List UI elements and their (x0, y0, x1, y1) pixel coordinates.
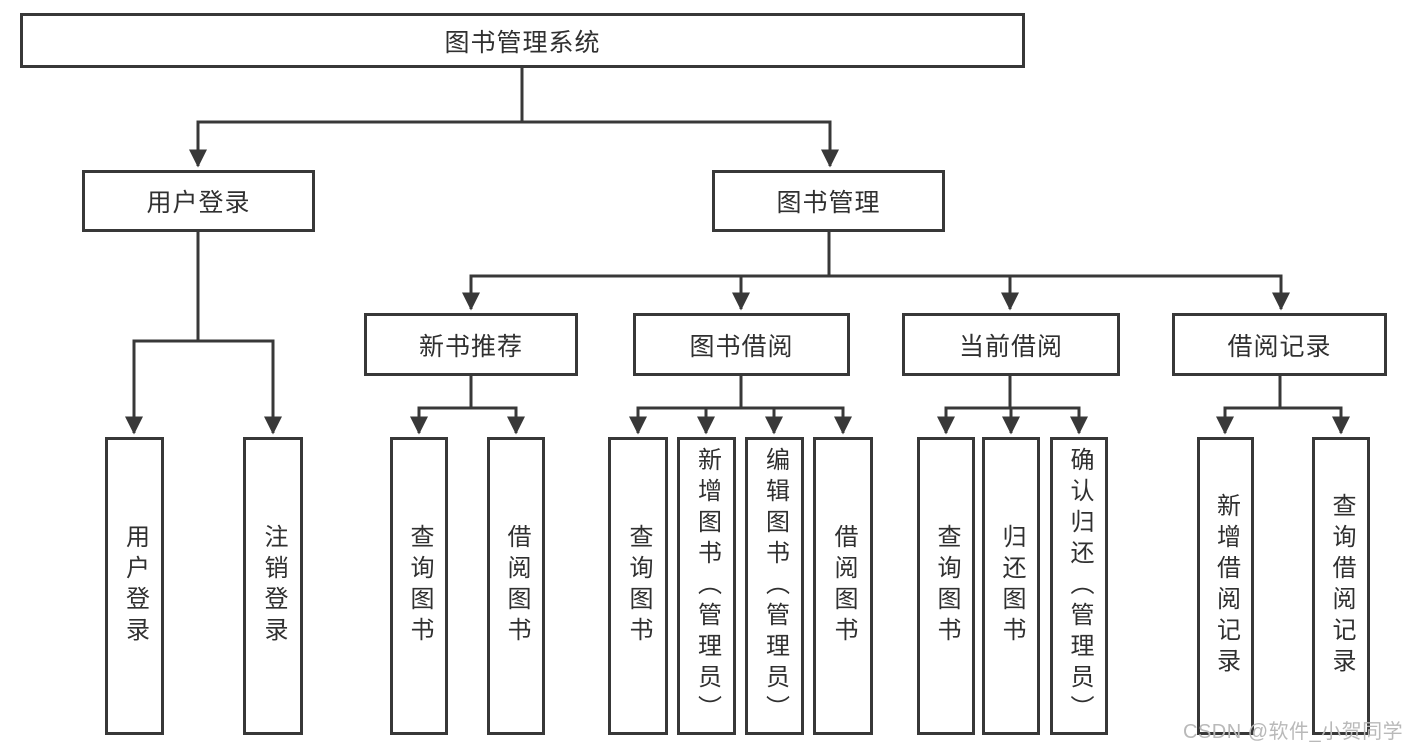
leaf-label: 查询图书 (625, 524, 652, 648)
leaf-label: 编辑图书（管理员） (761, 446, 789, 726)
leaf-logout: 注销登录 (243, 437, 303, 735)
leaf-add-book-admin: 新增图书（管理员） (677, 437, 736, 735)
leaf-label: 查询借阅记录 (1328, 493, 1355, 679)
node-label: 当前借阅 (958, 332, 1063, 361)
leaf-label: 查询图书 (406, 524, 433, 648)
leaf-label: 借阅图书 (503, 524, 530, 648)
leaf-label: 确认归还（管理员） (1066, 446, 1093, 726)
node-borrowing-records: 借阅记录 (1172, 313, 1387, 376)
leaf-return-book: 归还图书 (982, 437, 1040, 735)
leaf-label: 用户登录 (121, 524, 149, 648)
leaf-query-borrow-record: 查询借阅记录 (1312, 437, 1370, 735)
node-current-borrowing: 当前借阅 (902, 313, 1120, 376)
leaf-edit-book-admin: 编辑图书（管理员） (745, 437, 804, 735)
leaf-confirm-return-admin: 确认归还（管理员） (1050, 437, 1108, 735)
leaf-label: 借阅图书 (830, 524, 857, 648)
node-book-borrowing: 图书借阅 (633, 313, 850, 376)
leaf-label: 查询图书 (933, 524, 960, 648)
leaf-label: 新增图书（管理员） (693, 446, 721, 726)
leaf-add-borrow-record: 新增借阅记录 (1197, 437, 1254, 735)
leaf-label: 注销登录 (260, 524, 287, 648)
node-user-login: 用户登录 (82, 170, 315, 232)
leaf-user-login: 用户登录 (105, 437, 164, 735)
node-label: 借阅记录 (1227, 332, 1332, 361)
node-label: 新书推荐 (418, 332, 523, 361)
node-label: 图书借阅 (689, 332, 794, 361)
leaf-borrow-books: 借阅图书 (487, 437, 545, 735)
leaf-label: 归还图书 (998, 524, 1025, 648)
leaf-query-books: 查询图书 (608, 437, 668, 735)
leaf-borrow-books: 借阅图书 (813, 437, 873, 735)
node-label: 图书管理 (776, 189, 881, 217)
node-label: 用户登录 (146, 189, 251, 217)
watermark: CSDN @软件_小贺同学 (1183, 721, 1404, 743)
node-label: 图书管理系统 (444, 28, 601, 57)
leaf-query-books: 查询图书 (390, 437, 448, 735)
node-new-book-recommendation: 新书推荐 (364, 313, 578, 376)
leaf-label: 新增借阅记录 (1212, 493, 1240, 679)
leaf-query-books: 查询图书 (917, 437, 975, 735)
node-library-management-system: 图书管理系统 (20, 13, 1025, 68)
node-book-management: 图书管理 (712, 170, 945, 232)
